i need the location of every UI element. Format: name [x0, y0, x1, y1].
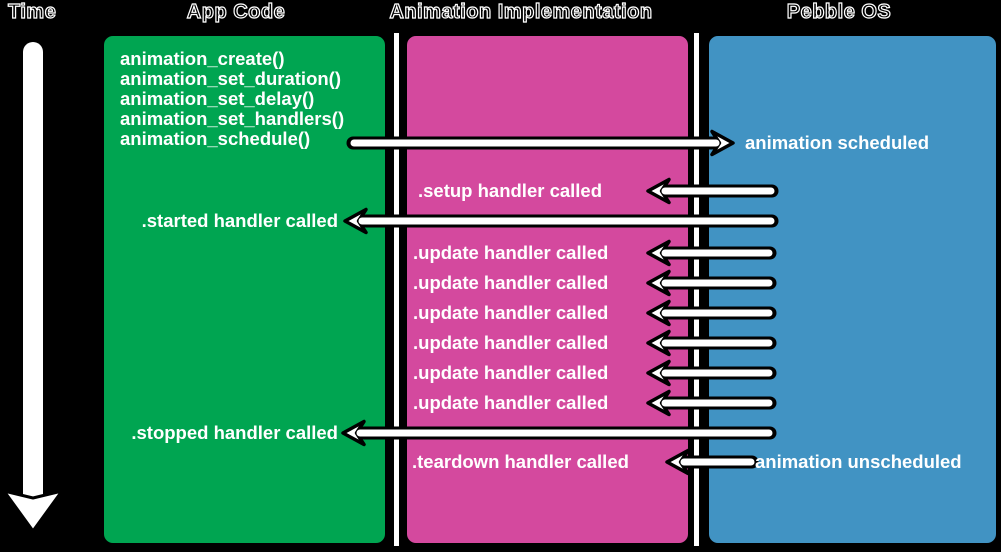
api-call: animation_schedule(): [120, 128, 311, 149]
message-label: .update handler called: [413, 242, 609, 263]
message-arrow: [341, 419, 777, 447]
message-arrow: [646, 389, 777, 417]
app-code-call-list: animation_create()animation_set_duration…: [120, 49, 344, 149]
lifeline-app-impl: [394, 33, 399, 546]
message-arrow: [646, 177, 779, 205]
time-arrow-icon: [2, 42, 64, 533]
pebble-os-header: Pebble OS: [786, 0, 892, 23]
api-call: animation_set_duration(): [120, 68, 341, 89]
message-label: .setup handler called: [418, 180, 603, 201]
message-arrow: [346, 129, 735, 157]
message-arrow: [646, 269, 777, 297]
api-call: animation_set_handlers(): [120, 108, 345, 129]
api-call: animation_set_delay(): [120, 88, 315, 109]
message-label: .update handler called: [413, 272, 609, 293]
message-label: .update handler called: [413, 392, 609, 413]
message-arrow: [646, 359, 777, 387]
message-arrow: [646, 239, 777, 267]
message-arrow: [665, 448, 759, 476]
message-arrow: [646, 299, 777, 327]
message-label: animation unscheduled: [755, 451, 962, 472]
message-label: .update handler called: [413, 302, 609, 323]
api-call: animation_create(): [120, 48, 285, 69]
message-arrow: [343, 207, 779, 235]
app-code-box: [101, 33, 388, 546]
app-code-header: App Code: [186, 0, 286, 23]
message-arrow: [646, 329, 777, 357]
animation-implementation-header: Animation Implementation: [389, 0, 653, 23]
message-label: .update handler called: [413, 362, 609, 383]
message-label: animation scheduled: [745, 132, 930, 153]
time-axis-label: Time: [7, 0, 57, 23]
message-label: .started handler called: [141, 210, 338, 231]
message-label: .update handler called: [413, 332, 609, 353]
animation-implementation-box: [404, 33, 691, 546]
message-label: .stopped handler called: [131, 422, 338, 443]
message-label: .teardown handler called: [412, 451, 629, 472]
